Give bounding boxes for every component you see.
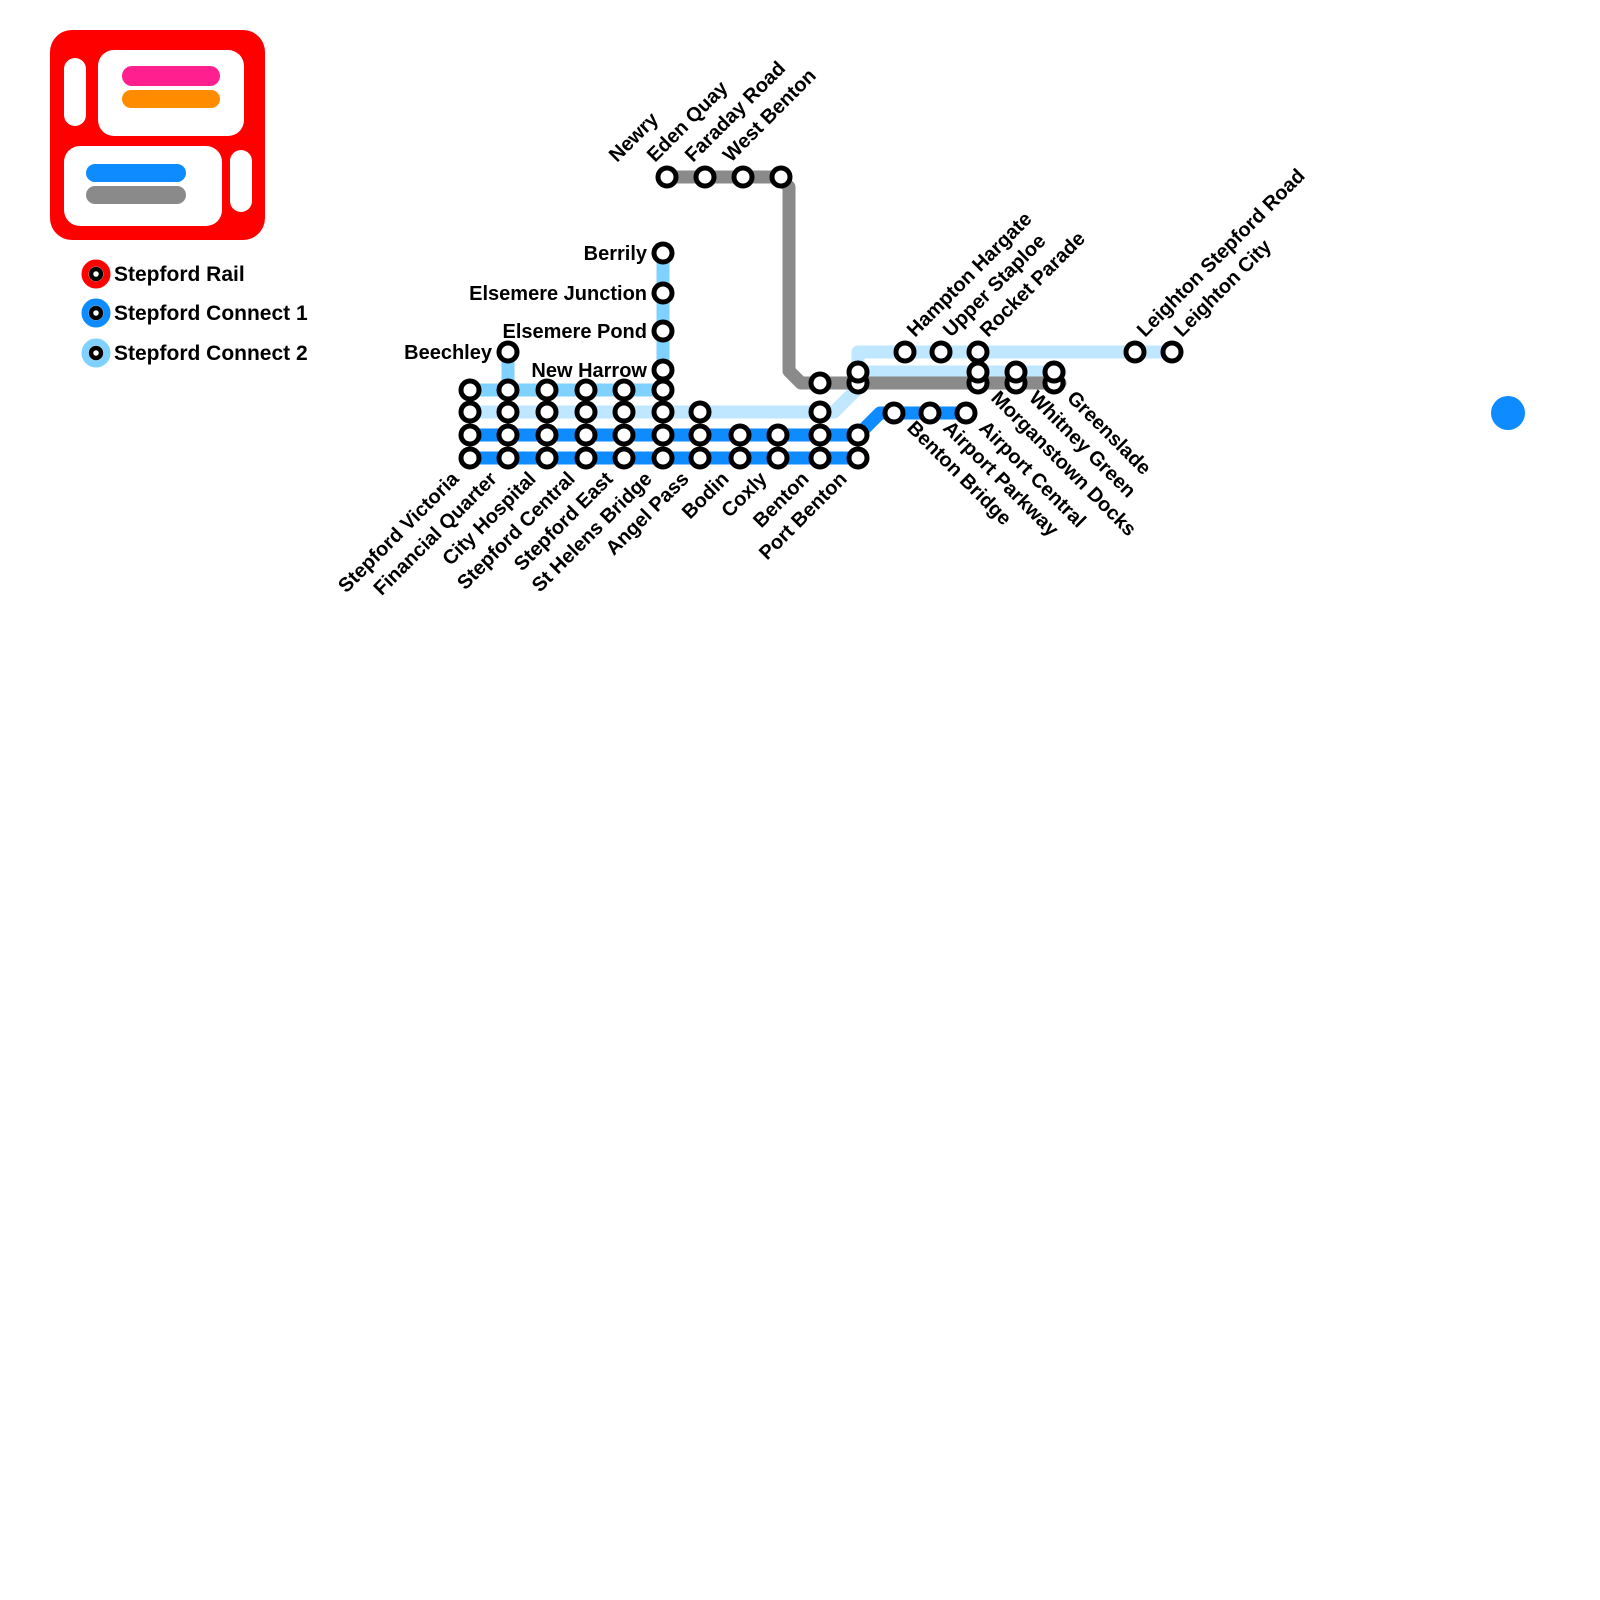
rail-logo	[50, 30, 265, 240]
station-marker	[574, 400, 598, 424]
station-financial-quarter	[496, 446, 520, 470]
station-marker	[728, 423, 752, 447]
station-upper-staploe	[929, 340, 953, 364]
station-marker	[612, 423, 636, 447]
blue-dot	[1491, 396, 1525, 430]
legend-label-stepford-connect-2: Stepford Connect 2	[114, 342, 308, 365]
station-label-leighton-stepford-road: Leighton Stepford Road	[1133, 165, 1310, 342]
logo-gray-bar	[86, 186, 186, 204]
station-airport-parkway	[918, 401, 942, 425]
station-marker	[535, 423, 559, 447]
station-marker	[458, 378, 482, 402]
station-stepford-victoria	[458, 446, 482, 470]
station-marker	[846, 360, 870, 384]
station-marker	[808, 400, 832, 424]
station-marker	[688, 423, 712, 447]
station-label-berrily: Berrily	[584, 243, 648, 265]
station-airport-central	[954, 401, 978, 425]
station-stepford-central	[574, 446, 598, 470]
station-label-elsemere-pond: Elsemere Pond	[502, 321, 647, 343]
station-coxly	[766, 446, 790, 470]
station-port-benton	[846, 446, 870, 470]
station-marker	[651, 423, 675, 447]
station-marker	[688, 400, 712, 424]
station-marker	[808, 371, 832, 395]
station-marker	[496, 400, 520, 424]
station-marker	[1042, 360, 1066, 384]
station-leighton-stepford-road	[1123, 340, 1147, 364]
station-elsemere-pond	[651, 319, 675, 343]
station-marker	[766, 423, 790, 447]
station-marker	[612, 378, 636, 402]
station-marker	[458, 423, 482, 447]
station-marker	[651, 400, 675, 424]
station-marker	[496, 423, 520, 447]
station-marker	[574, 423, 598, 447]
station-angel-pass	[688, 446, 712, 470]
legend-item-stepford-connect-2: Stepford Connect 2	[81, 338, 308, 368]
station-marker	[458, 400, 482, 424]
station-label-elsemere-junction: Elsemere Junction	[469, 283, 647, 305]
route-line-express-gray	[660, 170, 1067, 390]
stepford-rail-line-icon-inner	[88, 266, 104, 282]
station-hampton-hargate	[893, 340, 917, 364]
station-label-new-harrow: New Harrow	[531, 360, 647, 382]
station-label-beechley: Beechley	[404, 342, 493, 364]
station-eden-quay	[693, 165, 717, 189]
station-marker	[496, 378, 520, 402]
station-beechley	[496, 340, 520, 364]
stepford-connect-2-line-icon-inner	[88, 345, 104, 361]
station-marker	[808, 423, 832, 447]
station-leighton-city	[1160, 340, 1184, 364]
station-rocket-parade	[966, 340, 990, 364]
station-benton-bridge	[882, 401, 906, 425]
stepford-connect-1-line-icon-inner	[88, 305, 104, 321]
legend-label-stepford-connect-1: Stepford Connect 1	[114, 302, 308, 325]
station-benton	[808, 446, 832, 470]
station-marker	[1004, 360, 1028, 384]
station-marker	[612, 400, 636, 424]
legend: Stepford Rail Stepford Connect 1 Stepfor…	[81, 259, 308, 368]
station-marker	[651, 378, 675, 402]
logo-blue-bar	[86, 164, 186, 182]
station-marker	[846, 423, 870, 447]
station-st-helens-bridge	[651, 446, 675, 470]
station-elsemere-junction	[651, 281, 675, 305]
legend-item-stepford-connect-1: Stepford Connect 1	[81, 298, 308, 328]
logo-left-tab	[64, 58, 86, 126]
station-west-benton	[769, 165, 793, 189]
logo-pink-bar	[122, 66, 220, 86]
station-city-hospital	[535, 446, 559, 470]
station-marker	[574, 378, 598, 402]
station-newry	[655, 165, 679, 189]
station-marker	[966, 360, 990, 384]
station-new-harrow	[651, 358, 675, 382]
station-berrily	[651, 241, 675, 265]
logo-orange-bar	[122, 90, 220, 108]
station-marker	[535, 378, 559, 402]
station-bodin	[728, 446, 752, 470]
legend-label-stepford-rail: Stepford Rail	[114, 263, 245, 286]
legend-item-stepford-rail: Stepford Rail	[81, 259, 245, 289]
station-stepford-east	[612, 446, 636, 470]
logo-right-tab	[230, 150, 252, 212]
station-faraday-road	[731, 165, 755, 189]
station-marker	[535, 400, 559, 424]
